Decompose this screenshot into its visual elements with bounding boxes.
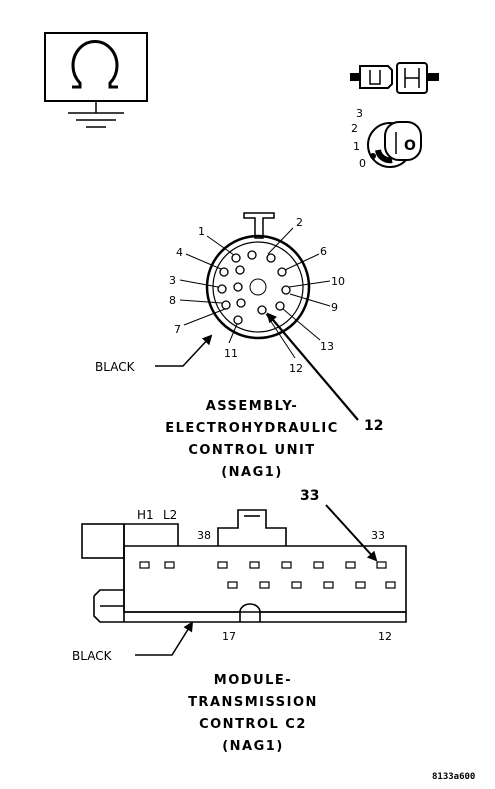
assembly-connector (155, 212, 359, 421)
module-pin-12: 12 (378, 630, 392, 643)
module-pin-38: 38 (197, 529, 211, 542)
module-callout: 33 (300, 488, 319, 504)
pin-label-6: 6 (320, 245, 327, 258)
assembly-callout: 12 (364, 418, 383, 434)
assembly-caption-line-2: ELECTROHYDRAULIC (165, 421, 339, 436)
pin-label-3: 3 (169, 274, 176, 287)
ohmmeter-icon (44, 32, 148, 128)
ign-pos-0: 0 (359, 157, 366, 170)
pin-label-4: 4 (176, 246, 183, 259)
module-caption-line-2: TRANSMISSION (188, 695, 318, 710)
ign-pos-2: 2 (351, 122, 358, 135)
module-pin-cavities (139, 561, 396, 589)
pin-holes (217, 250, 291, 325)
connector-disconnect-icon (350, 62, 439, 94)
module-wire-label: BLACK (72, 649, 113, 663)
assembly-caption-line-4: (NAG1) (221, 465, 283, 480)
pin-label-13: 13 (320, 340, 334, 353)
ignition-key-icon (367, 121, 422, 168)
module-label-h1: H1 (137, 508, 154, 522)
pin-label-7: 7 (174, 323, 181, 336)
module-caption-line-1: MODULE- (214, 673, 292, 688)
pin-label-12: 12 (289, 362, 303, 375)
pin-label-8: 8 (169, 294, 176, 307)
pin-label-1: 1 (198, 225, 205, 238)
assembly-wire-label: BLACK (95, 360, 136, 374)
ign-pos-3: 3 (356, 107, 363, 120)
assembly-caption-line-3: CONTROL UNIT (188, 443, 315, 458)
ign-pos-1: 1 (353, 140, 360, 153)
figure-reference: 8133a600 (432, 772, 475, 782)
key-label: O (404, 138, 416, 154)
pin-label-10: 10 (331, 275, 345, 288)
pin-label-9: 9 (331, 301, 338, 314)
module-caption-line-3: CONTROL C2 (199, 717, 307, 732)
module-label-l2: L2 (163, 508, 177, 522)
module-connector (81, 509, 407, 623)
module-pin-33: 33 (371, 529, 385, 542)
module-caption-line-4: (NAG1) (222, 739, 284, 754)
module-pin-17: 17 (222, 630, 236, 643)
assembly-caption-line-1: ASSEMBLY- (206, 399, 299, 414)
pin-label-2: 2 (296, 216, 303, 229)
pin-label-11: 11 (224, 347, 238, 360)
